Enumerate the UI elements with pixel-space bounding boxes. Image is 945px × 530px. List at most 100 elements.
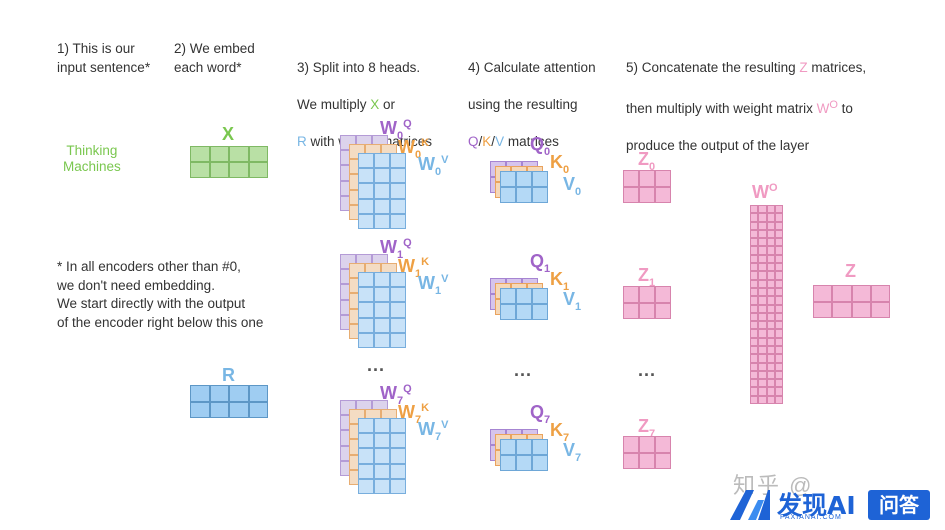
matrix-cell [758, 213, 767, 222]
matrix-cell [229, 146, 249, 162]
step3-caption: 3) Split into 8 heads. We multiply X or … [297, 59, 433, 149]
matrix-cell [639, 452, 655, 469]
wv-matrix [358, 153, 406, 229]
matrix-cell [758, 296, 767, 305]
v-label: V0 [563, 174, 582, 198]
matrix-cell [750, 362, 759, 371]
v-matrix [500, 171, 548, 203]
matrix-cell [374, 433, 390, 449]
matrix-cell [374, 168, 390, 184]
matrix-cell [390, 272, 406, 288]
matrix-cell [766, 370, 775, 380]
matrix-cell [774, 370, 783, 380]
matrix-cell [758, 246, 767, 255]
step1-caption: 1) This is our input sentence* [57, 41, 151, 75]
matrix-cell [358, 332, 374, 348]
matrix-cell [639, 436, 655, 453]
matrix-cell [750, 254, 759, 264]
matrix-cell [774, 329, 783, 338]
encoder-note: * In all encoders other than #0, we don'… [57, 259, 264, 330]
matrix-cell [190, 146, 210, 162]
matrix-cell [374, 153, 390, 169]
matrix-cell [374, 332, 390, 348]
matrix-cell [374, 213, 390, 229]
k-label: K0 [550, 152, 570, 176]
wk-label: W1K [398, 256, 430, 280]
matrix-cell [774, 304, 783, 313]
matrix-cell [832, 285, 852, 302]
wk-label: W0K [398, 137, 430, 161]
matrix-cell [390, 168, 406, 184]
matrix-cell [750, 296, 759, 305]
z1-label: Z1 [638, 265, 656, 289]
matrix-cell [766, 246, 775, 255]
matrix-cell [851, 285, 871, 302]
matrix-cell [774, 296, 783, 305]
matrix-cell [851, 301, 871, 318]
matrix-cell [623, 452, 639, 469]
matrix-cell [750, 379, 759, 388]
matrix-cell [750, 354, 759, 363]
matrix-cell [766, 354, 775, 363]
matrix-cell [623, 436, 639, 453]
matrix-cell [358, 153, 374, 169]
heads-ellipsis: ... [367, 355, 386, 375]
matrix-cell [390, 478, 406, 494]
matrix-cell [774, 337, 783, 346]
wv-label: W1V [418, 273, 449, 297]
matrix-cell [766, 329, 775, 338]
matrix-cell [500, 171, 516, 187]
q-label: Q1 [530, 251, 551, 275]
matrix-cell [774, 321, 783, 330]
z7-label: Z7 [638, 416, 656, 440]
matrix-cell [516, 288, 532, 304]
matrix-cell [766, 213, 775, 222]
matrix-cell [374, 302, 390, 318]
v-label: V1 [563, 289, 582, 313]
matrix-cell [248, 146, 268, 162]
x-matrix [190, 146, 268, 178]
matrix-cell [500, 288, 516, 304]
matrix-cell [766, 205, 775, 214]
matrix-cell [750, 395, 759, 404]
matrix-cell [758, 312, 767, 322]
matrix-cell [358, 463, 374, 479]
matrix-cell [209, 385, 229, 402]
matrix-cell [750, 321, 759, 330]
matrix-cell [639, 302, 655, 319]
matrix-cell [758, 379, 767, 388]
step2-caption: 2) We embed each word* [174, 41, 255, 75]
v-matrix [500, 288, 548, 320]
matrix-cell [750, 263, 759, 272]
matrix-cell [390, 463, 406, 479]
matrix-cell [766, 379, 775, 388]
matrix-cell [374, 448, 390, 464]
matrix-cell [374, 183, 390, 199]
q-label: Q7 [530, 402, 551, 426]
matrix-cell [209, 162, 229, 178]
matrix-cell [390, 418, 406, 434]
matrix-cell [358, 198, 374, 214]
matrix-cell [750, 370, 759, 380]
matrix-cell [758, 321, 767, 330]
matrix-cell [623, 286, 639, 303]
matrix-cell [516, 171, 532, 187]
matrix-cell [750, 229, 759, 239]
r-label: R [222, 365, 235, 385]
matrix-cell [390, 287, 406, 303]
matrix-cell [750, 246, 759, 255]
matrix-cell [248, 385, 268, 402]
matrix-cell [229, 401, 249, 418]
matrix-cell [870, 301, 890, 318]
matrix-cell [229, 162, 249, 178]
matrix-cell [532, 455, 548, 471]
matrix-cell [766, 296, 775, 305]
matrix-cell [639, 186, 655, 203]
matrix-cell [766, 312, 775, 322]
qkv-ellipsis: ... [514, 360, 533, 380]
matrix-cell [758, 329, 767, 338]
matrix-cell [358, 418, 374, 434]
matrix-cell [774, 395, 783, 404]
matrix-cell [774, 246, 783, 255]
matrix-cell [358, 168, 374, 184]
